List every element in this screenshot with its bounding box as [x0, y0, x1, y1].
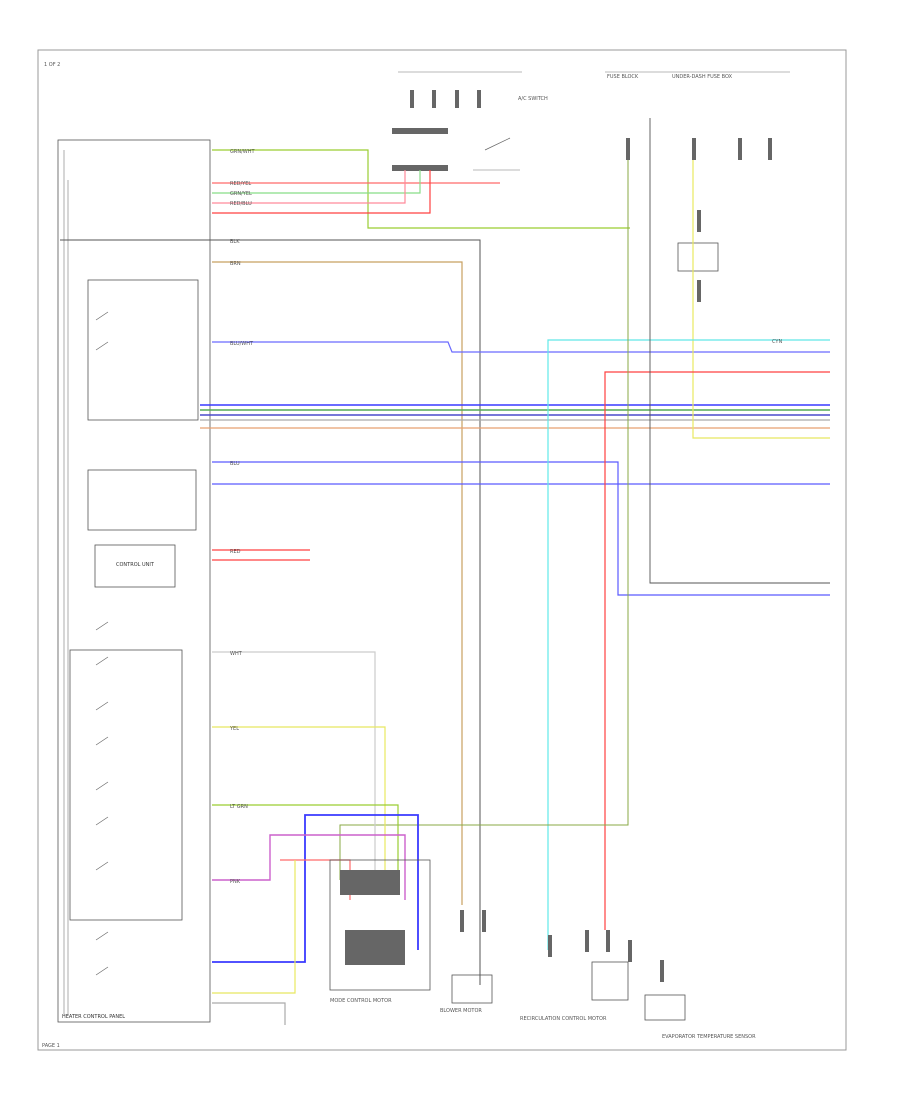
- evap-sensor-label: EVAPORATOR TEMPERATURE SENSOR: [662, 1034, 756, 1040]
- svg-text:RED/YEL: RED/YEL: [230, 181, 251, 187]
- wire-cyan: [547, 339, 830, 950]
- svg-text:WHT: WHT: [230, 651, 243, 657]
- wire-blu-lower-1: [212, 461, 830, 596]
- wire-blk-right: [649, 118, 830, 584]
- svg-text:CONTROL UNIT: CONTROL UNIT: [116, 562, 155, 568]
- wire-red-blu: [212, 170, 406, 204]
- svg-text:BLK: BLK: [230, 239, 240, 245]
- fuse-block-left-label: FUSE BLOCK: [607, 74, 639, 80]
- svg-text:GRN/YEL: GRN/YEL: [230, 191, 252, 197]
- recirc-motor-label: RECIRCULATION CONTROL MOTOR: [520, 1016, 607, 1022]
- wire-tags: GRN/WHT RED/YEL GRN/YEL RED/BLU BLK BRN …: [229, 149, 782, 885]
- wire-red-right: [604, 371, 830, 930]
- ac-switch-label: A/C SWITCH: [518, 96, 548, 102]
- svg-text:CYN: CYN: [772, 339, 782, 345]
- svg-text:BLU/WHT: BLU/WHT: [230, 341, 254, 347]
- blower-motor-label: BLOWER MOTOR: [440, 1008, 482, 1014]
- wire-paths: [60, 118, 830, 1025]
- svg-text:GRN/WHT: GRN/WHT: [230, 149, 255, 155]
- diagram-frame: [37, 49, 847, 1051]
- mode-motor-box: [329, 859, 431, 991]
- wire-brn: [212, 261, 463, 905]
- fuse-block-right-label: UNDER-DASH FUSE BOX: [672, 74, 733, 80]
- heater-control-panel: HEATER CONTROL PANEL CONTROL UNIT: [57, 139, 211, 1023]
- wire-grey-bottom: [212, 1002, 286, 1025]
- wire-blu-wht: [212, 341, 830, 353]
- page-label-bottom: PAGE 1: [42, 1043, 60, 1049]
- fuse-blocks: FUSE BLOCK UNDER-DASH FUSE BOX: [605, 71, 790, 302]
- wire-lt-grn-lower: [212, 804, 399, 880]
- wire-blk-mid: [339, 160, 629, 880]
- svg-text:BRN: BRN: [230, 261, 241, 267]
- wire-yel-lower: [212, 726, 386, 880]
- top-connector-pins: [392, 90, 481, 171]
- wire-grn-yel: [212, 170, 421, 194]
- evap-sensor-box: [644, 994, 686, 1021]
- svg-text:LT GRN: LT GRN: [230, 804, 248, 810]
- svg-text:BLU: BLU: [230, 461, 240, 467]
- relay-box: [677, 242, 719, 272]
- blower-motor-box: [451, 974, 493, 1004]
- wire-wht-lower: [212, 651, 376, 880]
- control-unit-box: [94, 544, 176, 588]
- mode-motor-label: MODE CONTROL MOTOR: [330, 998, 392, 1004]
- wire-blk-ground: [60, 239, 481, 985]
- svg-text:PNK: PNK: [230, 879, 241, 885]
- switch-symbols: [95, 311, 109, 976]
- bottom-connectors: MODE CONTROL MOTOR BLOWER MOTOR RECIRCUL…: [329, 859, 756, 1040]
- svg-text:YEL: YEL: [229, 726, 239, 732]
- recirc-motor-box: [591, 961, 629, 1001]
- page-label-top: 1 OF 2: [44, 62, 60, 68]
- top-relay-cluster: A/C SWITCH: [392, 71, 548, 171]
- wire-grn-wht-top: [212, 149, 630, 229]
- wire-pnk-loop: [212, 834, 406, 900]
- wire-yel-bottom: [212, 860, 296, 994]
- svg-text:RED: RED: [230, 549, 241, 555]
- wire-red-2: [212, 170, 431, 214]
- svg-text:RED/BLU: RED/BLU: [230, 201, 252, 207]
- heater-panel-label: HEATER CONTROL PANEL: [62, 1014, 125, 1020]
- wire-harness-yel: [692, 160, 830, 439]
